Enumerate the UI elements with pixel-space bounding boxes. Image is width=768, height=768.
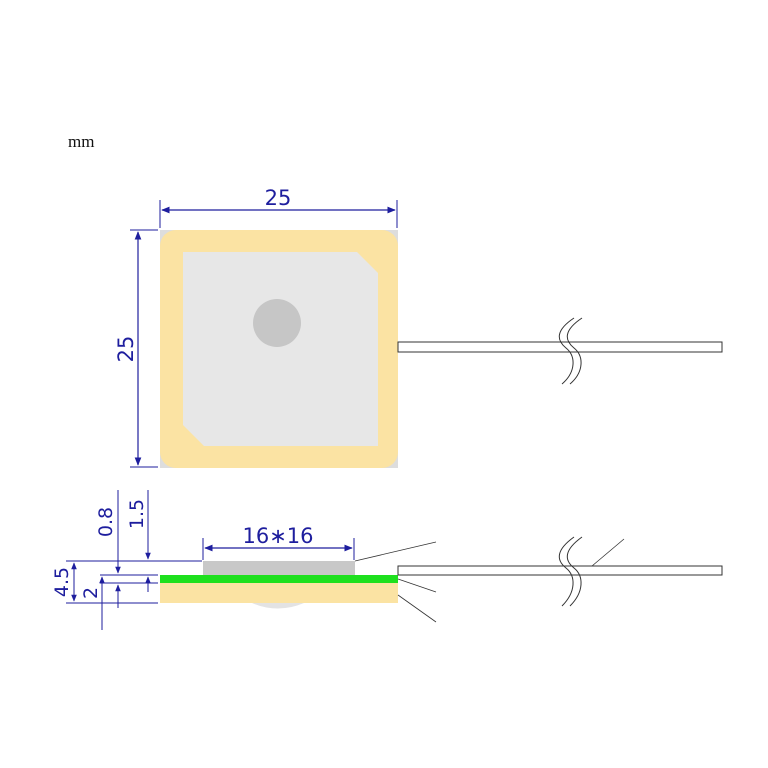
dim-2-label: 2: [80, 587, 102, 599]
height-label: 25: [114, 336, 138, 363]
side-view: 16∗16 0.8 1.5 4.5 2: [51, 490, 723, 630]
patch-size-label: 16∗16: [242, 524, 313, 548]
ceramic-layer: [160, 582, 398, 603]
feed-pin: [252, 603, 304, 609]
width-label: 25: [265, 186, 292, 210]
cable-break-top-2: [566, 317, 583, 385]
top-view: 25 25: [114, 186, 723, 468]
leader-cable: [591, 538, 625, 567]
dim-0-8-label: 0.8: [95, 507, 117, 537]
cable-break-side-2: [566, 536, 583, 607]
dim-1-5-label: 1.5: [126, 499, 148, 529]
leader-patch: [354, 541, 437, 562]
feed-point: [253, 299, 301, 347]
dim-4-5-label: 4.5: [51, 567, 73, 597]
cable-top: [397, 341, 723, 353]
leader-ceramic: [397, 594, 437, 623]
silver-patch: [183, 252, 378, 446]
cable-break-top: [558, 317, 575, 385]
pcb-layer: [160, 575, 398, 583]
leader-pcb: [397, 578, 437, 593]
side-patch: [203, 561, 355, 575]
cable-side: [397, 565, 723, 576]
unit-label: mm: [68, 132, 94, 151]
cable-break-side: [558, 536, 575, 607]
